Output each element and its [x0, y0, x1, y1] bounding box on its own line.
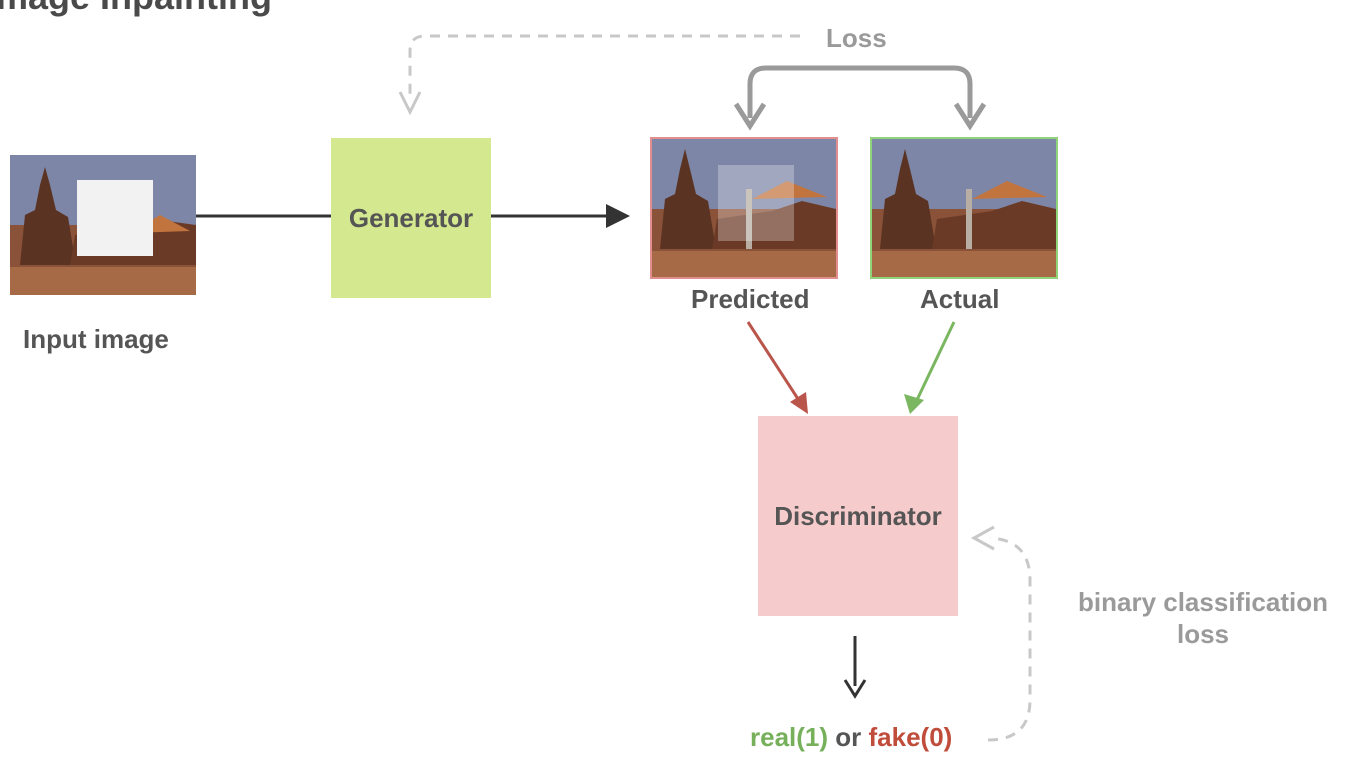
loss-bracket-right-head — [953, 102, 987, 131]
loss-feedback-arrowhead — [398, 91, 422, 116]
discriminator-box: Discriminator — [758, 416, 958, 616]
binary-loss-label: binary classification loss — [1078, 587, 1328, 649]
input-image-label: Input image — [23, 324, 169, 354]
discriminator-label: Discriminator — [774, 500, 942, 531]
generator-box: Generator — [331, 138, 491, 298]
input-image — [10, 155, 196, 295]
diagram-title: Image Inpainting — [0, 0, 272, 18]
actual-label: Actual — [920, 284, 1000, 314]
binary-loss-dashed — [987, 536, 1032, 742]
arrow-down-icon — [843, 679, 867, 699]
predicted-label: Predicted — [691, 284, 810, 314]
mask-square-icon — [77, 180, 153, 256]
temple-photo-icon — [652, 139, 836, 277]
loss-label: Loss — [826, 23, 887, 53]
binary-loss-arrowhead — [970, 525, 995, 551]
actual-image — [870, 137, 1058, 279]
predicted-to-discriminator-arrow — [746, 321, 802, 403]
actual-to-discriminator-arrow — [914, 321, 956, 403]
temple-photo-icon — [872, 139, 1056, 277]
output-label: real(1) or fake(0) — [750, 722, 952, 753]
loss-bracket — [747, 65, 973, 118]
loss-bracket-left-head — [733, 102, 767, 131]
predicted-image — [650, 137, 838, 279]
output-or: or — [835, 722, 862, 752]
arrow-right-icon — [606, 204, 630, 228]
generator-label: Generator — [348, 202, 474, 233]
output-fake: fake(0) — [868, 722, 953, 752]
output-real: real(1) — [750, 722, 829, 752]
loss-feedback-dashed — [408, 34, 800, 95]
temple-photo-icon — [10, 155, 196, 295]
